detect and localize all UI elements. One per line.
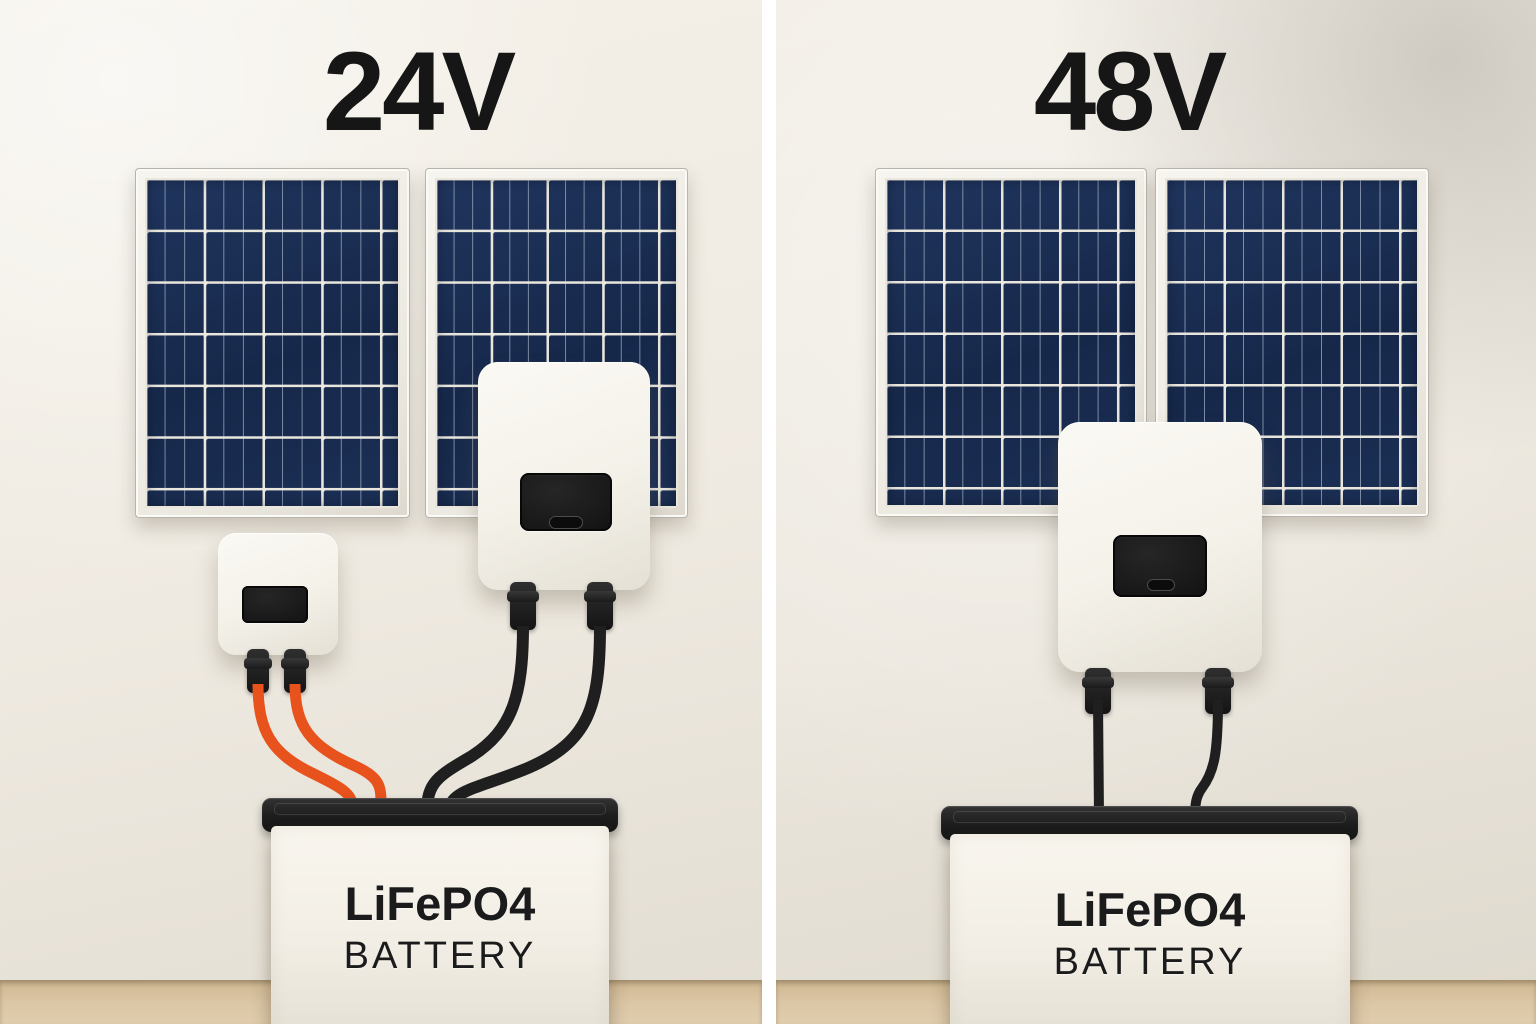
right-inverter [1058, 422, 1262, 714]
battery-chemistry-label: LiFePO4 [344, 877, 536, 930]
solar-cells-grid [145, 178, 400, 508]
right-voltage-title: 48V [1033, 29, 1227, 154]
battery-chemistry-label: LiFePO4 [1054, 883, 1246, 936]
battery-word-label: BATTERY [343, 935, 537, 977]
charge-controller [218, 533, 338, 693]
cable-gland [1082, 668, 1114, 714]
scene-divider [762, 0, 776, 1024]
cable-gland [584, 582, 616, 630]
left-solar-panel-1 [135, 168, 410, 518]
left-voltage-title: 24V [322, 29, 516, 154]
inverter-brand-pill [1147, 579, 1175, 591]
battery-word-label: BATTERY [1053, 941, 1247, 983]
cable-gland [507, 582, 539, 630]
left-inverter-display [520, 473, 612, 531]
left-inverter [478, 362, 650, 630]
right-battery: LiFePO4 BATTERY [950, 834, 1350, 1024]
cable-gland [1202, 668, 1234, 714]
inverter-brand-pill [549, 516, 583, 529]
left-battery: LiFePO4 BATTERY [271, 826, 609, 1024]
cable-gland [244, 649, 272, 693]
cable-gland [281, 649, 309, 693]
right-inverter-display [1113, 535, 1207, 597]
charge-controller-display [242, 586, 308, 623]
